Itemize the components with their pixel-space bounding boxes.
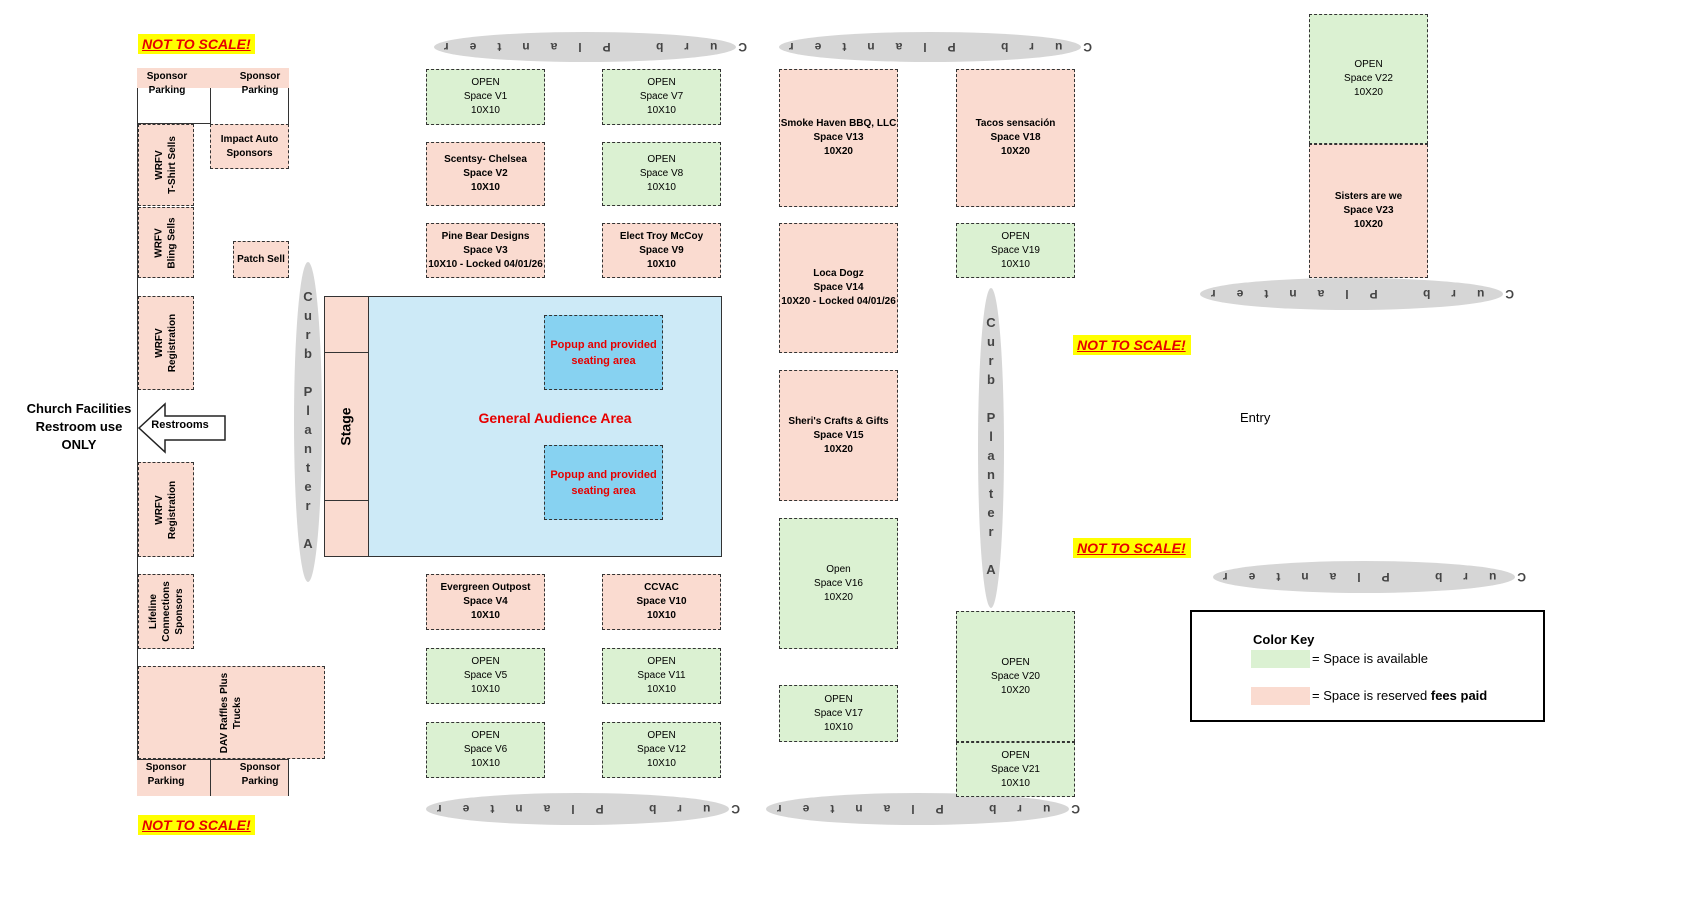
available-swatch	[1251, 650, 1310, 668]
curb-planter: Curb Planter	[1190, 278, 1514, 310]
parking-divider	[288, 759, 289, 796]
audience-label: General Audience Area	[478, 410, 632, 426]
curb-planter: Curb Planter	[756, 793, 1080, 825]
parking-divider	[210, 88, 211, 124]
sponsor-parking-bottom-bg	[137, 759, 289, 796]
curb-planter: Curb Planter	[416, 793, 740, 825]
reserved-swatch	[1251, 687, 1310, 705]
available-label: = Space is available	[1312, 651, 1428, 666]
stage-divider	[324, 500, 369, 501]
restrooms-label: Restrooms	[151, 419, 209, 431]
not-to-scale-label: NOT TO SCALE!	[1073, 335, 1191, 355]
sponsor-parking-top-bg	[137, 68, 289, 88]
entry-label: Entry	[1240, 410, 1271, 425]
curb-planter: Curb Planter	[423, 32, 747, 62]
curb-planter-a: Curb Planter A	[978, 288, 1004, 608]
not-to-scale-label: NOT TO SCALE!	[138, 34, 255, 54]
not-to-scale-label: NOT TO SCALE!	[1073, 538, 1191, 558]
left-border-line	[137, 88, 138, 796]
parking-divider	[137, 123, 211, 124]
parking-divider	[210, 759, 211, 796]
restrooms-arrow-icon	[137, 402, 226, 454]
reserved-label: = Space is reserved fees paid	[1312, 688, 1488, 703]
stage-divider	[324, 352, 369, 353]
color-key: Color Key = Space is available = Space i…	[1190, 610, 1545, 722]
stage	[324, 296, 369, 557]
parking-divider	[288, 88, 289, 124]
curb-planter: Curb Planter	[1202, 561, 1526, 593]
not-to-scale-label: NOT TO SCALE!	[138, 815, 255, 835]
curb-planter: Curb Planter	[768, 32, 1092, 62]
patch-sell: Patch Sell	[233, 241, 289, 278]
stage-label: Stage	[338, 407, 354, 446]
color-key-title: Color Key	[1253, 632, 1315, 647]
curb-planter-a: Curb Planter A	[294, 262, 322, 582]
